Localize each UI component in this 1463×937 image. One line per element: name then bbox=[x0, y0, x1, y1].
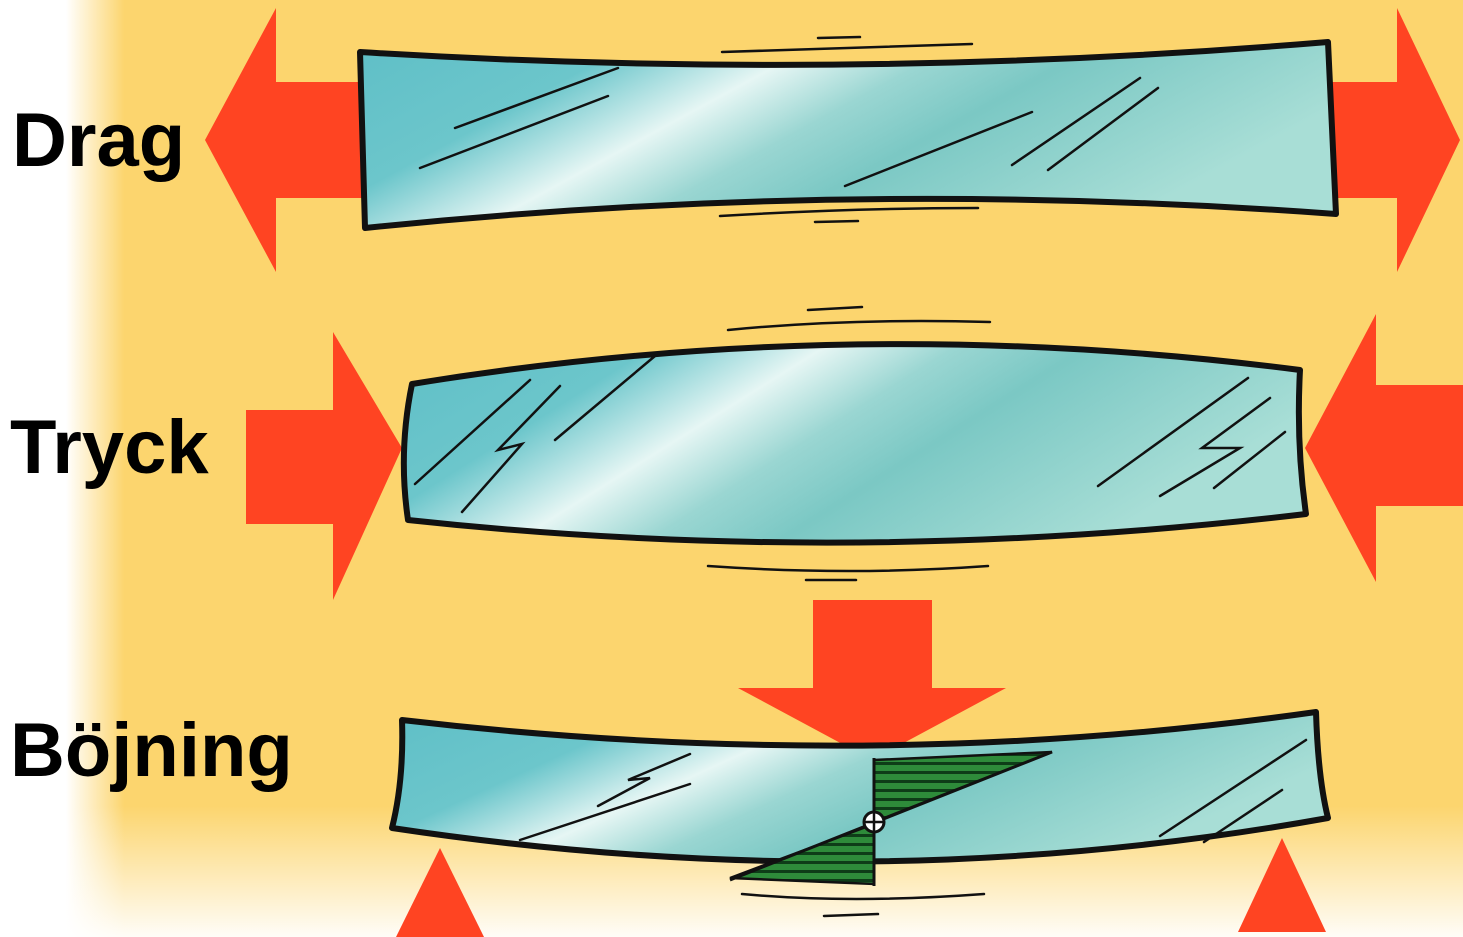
tension-label: Drag bbox=[12, 98, 186, 183]
triangle-support-icon bbox=[1238, 838, 1326, 932]
compression-group bbox=[246, 305, 1463, 600]
tension-beam bbox=[357, 39, 1339, 231]
arrow-icon bbox=[1326, 8, 1460, 272]
arrow-icon bbox=[246, 332, 402, 600]
arrow-icon bbox=[205, 8, 365, 272]
compression-label: Tryck bbox=[10, 405, 209, 490]
arrow-icon bbox=[738, 600, 1006, 760]
bending-beam bbox=[389, 709, 1331, 865]
tension-group bbox=[205, 8, 1460, 272]
bending-label: Böjning bbox=[10, 708, 293, 793]
triangle-support-icon bbox=[396, 848, 484, 937]
bending-group bbox=[389, 600, 1331, 937]
neutral-axis-icon bbox=[862, 810, 886, 834]
compression-beam bbox=[400, 341, 1309, 546]
arrow-icon bbox=[1305, 314, 1463, 582]
